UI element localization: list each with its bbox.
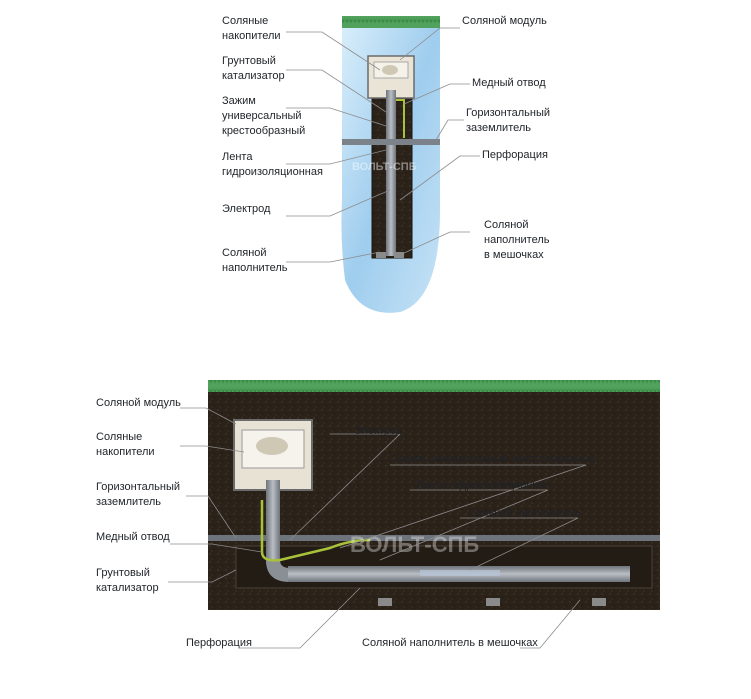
bottom-label-salt-accumulators: Соляные накопители bbox=[96, 431, 155, 458]
top-watermark: ВОЛЬТ-СПБ bbox=[352, 161, 417, 173]
bottom-label-perforation: Перфорация bbox=[186, 637, 252, 649]
bottom-salt-bag bbox=[378, 598, 392, 606]
bottom-leader-lines bbox=[168, 407, 587, 649]
top-label-copper-tap: Медный отвод bbox=[472, 77, 546, 89]
top-label-waterproof-tape: Лента гидроизоляционная bbox=[222, 151, 323, 178]
bottom-label-universal-clamp: Зажим универсальный крестообразный bbox=[392, 453, 595, 465]
top-label-electrode: Электрод bbox=[222, 203, 271, 215]
bottom-watermark: ВОЛЬТ-СПБ bbox=[350, 532, 479, 557]
top-salt-bag bbox=[376, 252, 386, 258]
bottom-electrode-vertical bbox=[266, 480, 280, 564]
top-electrode bbox=[386, 90, 396, 256]
bottom-label-salt-module: Соляной модуль bbox=[96, 397, 181, 409]
top-leader-lines bbox=[286, 27, 480, 263]
bottom-label-horizontal-grounder: Горизонтальный заземлитель bbox=[96, 481, 181, 508]
top-label-salt-filler: Соляной наполнитель bbox=[222, 247, 288, 274]
top-cross-section: ВОЛЬТ-СПБ bbox=[341, 16, 440, 313]
bottom-label-soil-catalyst: Грунтовый катализатор bbox=[96, 567, 159, 594]
top-label-horizontal-grounder: Горизонтальный заземлитель bbox=[466, 107, 551, 134]
bottom-electrode-elbow bbox=[266, 560, 290, 582]
top-label-salt-module: Соляной модуль bbox=[462, 15, 547, 27]
top-label-soil-catalyst: Грунтовый катализатор bbox=[222, 55, 285, 82]
top-label-salt-filler-bags: Соляной наполнитель в мешочках bbox=[484, 219, 550, 261]
bottom-copper-tap bbox=[260, 500, 371, 562]
bottom-label-salt-filler-bags: Соляной наполнитель в мешочках bbox=[362, 637, 538, 649]
top-horizontal-grounder bbox=[342, 139, 440, 145]
top-copper-tap bbox=[396, 99, 405, 138]
bottom-cross-section: ВОЛЬТ-СПБ bbox=[208, 380, 660, 610]
bottom-label-copper-tap: Медный отвод bbox=[96, 531, 170, 543]
top-grass bbox=[342, 16, 440, 28]
bottom-grass bbox=[208, 380, 660, 392]
bottom-label-waterproof-tape: Лента гидроизоляционная bbox=[416, 479, 551, 491]
top-label-universal-clamp: Зажим универсальный крестообразный bbox=[222, 95, 306, 137]
bottom-salt-filler-strip bbox=[420, 570, 500, 576]
bottom-horizontal-grounder bbox=[208, 535, 660, 541]
top-label-salt-accumulators: Соляные накопители bbox=[222, 15, 281, 42]
bottom-label-electrode: Электрод bbox=[354, 425, 403, 437]
top-label-perforation: Перфорация bbox=[482, 149, 548, 161]
bottom-label-salt-filler: Соляной наполнитель bbox=[468, 507, 582, 519]
